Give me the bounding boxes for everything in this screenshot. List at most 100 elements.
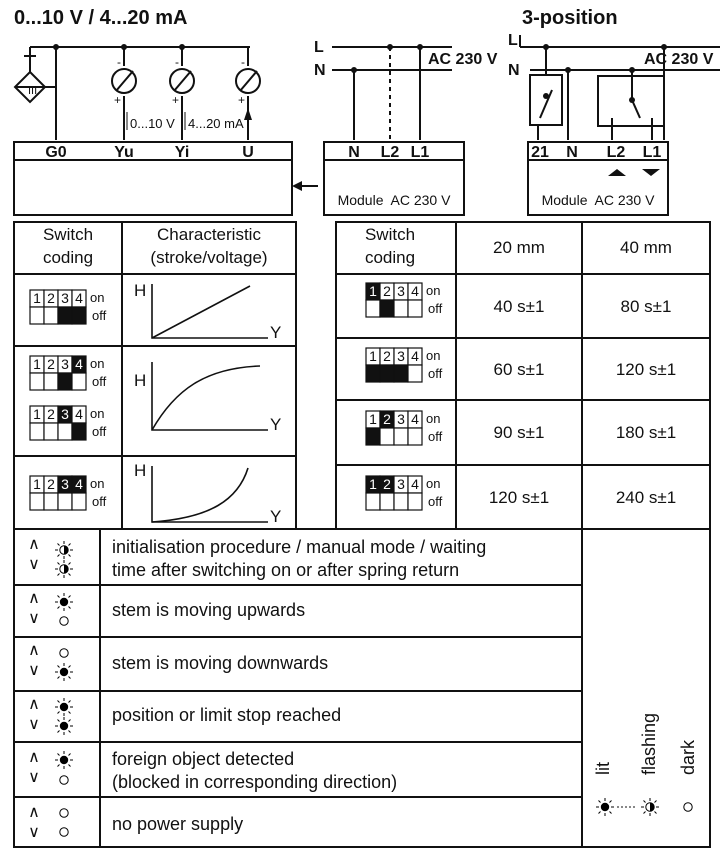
graph-2-axis-h: H xyxy=(134,371,146,390)
led-row-2-text: stem is moving upwards xyxy=(112,600,305,620)
svg-text:III: III xyxy=(28,85,37,97)
time-header-switch-1: Switch xyxy=(365,225,415,244)
right-line-l: L xyxy=(508,32,518,49)
dip-number: 1 xyxy=(369,348,377,364)
dip-number: 1 xyxy=(33,356,41,372)
dip-number: 2 xyxy=(383,348,391,364)
dip-number: 3 xyxy=(397,411,405,427)
dip-number: 4 xyxy=(75,476,83,492)
dip-off-label: off xyxy=(92,494,107,509)
dip-number: 1 xyxy=(369,283,377,299)
dip-off-label: off xyxy=(428,429,443,444)
dip-number: 1 xyxy=(369,411,377,427)
dip-number: 4 xyxy=(411,348,419,364)
coding-header-switch-2: coding xyxy=(43,248,93,267)
range-label-volt: 0...10 V xyxy=(130,116,175,131)
dip-on-label: on xyxy=(90,356,104,371)
dip-number: 4 xyxy=(75,356,83,372)
dip-number: 4 xyxy=(411,476,419,492)
led-row-1-text-1: initialisation procedure / manual mode /… xyxy=(112,537,486,557)
graph-1-axis-y: Y xyxy=(270,323,281,342)
dip-number: 2 xyxy=(47,290,55,306)
graph-1-axis-h: H xyxy=(134,281,146,300)
led-row-6-text: no power supply xyxy=(112,814,243,834)
dip-off-label: off xyxy=(92,308,107,323)
svg-text:-: - xyxy=(241,55,245,69)
terminal-g0: G0 xyxy=(45,144,66,161)
mid-terminal-l2: L2 xyxy=(381,144,400,161)
legend-flashing-icon xyxy=(640,797,660,817)
dip-number: 3 xyxy=(397,476,405,492)
terminal-yi: Yi xyxy=(175,144,190,161)
dip-number: 3 xyxy=(61,290,69,306)
time-row-2-40mm: 120 s±1 xyxy=(616,360,676,379)
led-table-grid xyxy=(13,528,711,848)
dip-off-label: off xyxy=(92,424,107,439)
graph-2-axis-y: Y xyxy=(270,415,281,434)
legend-dark-icon xyxy=(683,802,693,812)
dip-number: 4 xyxy=(411,283,419,299)
mid-terminal-n: N xyxy=(348,144,360,161)
dip-on-label: on xyxy=(426,411,440,426)
coding-header-char-1: Characteristic xyxy=(157,225,261,244)
dip-number: 1 xyxy=(33,290,41,306)
dip-number: 1 xyxy=(369,476,377,492)
dip-number: 2 xyxy=(383,411,391,427)
left-wiring xyxy=(13,46,318,216)
svg-text:+: + xyxy=(172,93,179,107)
dip-number: 1 xyxy=(33,406,41,422)
legend-dark: dark xyxy=(678,739,698,775)
characteristic-graphs xyxy=(151,284,268,523)
led-row-1-text-2: time after switching on or after spring … xyxy=(112,560,459,580)
graph-3-axis-y: Y xyxy=(270,507,281,526)
right-supply: AC 230 V xyxy=(644,51,714,68)
dip-off-label: off xyxy=(92,374,107,389)
right-line-n: N xyxy=(508,62,520,79)
time-row-3-20mm: 90 s±1 xyxy=(494,423,545,442)
led-row-4-text: position or limit stop reached xyxy=(112,705,341,725)
led-row-3-text: stem is moving downwards xyxy=(112,653,328,673)
led-row-6-icons xyxy=(28,804,69,841)
right-module-label: Module AC 230 V xyxy=(542,192,656,208)
dip-number: 3 xyxy=(61,406,69,422)
led-row-3-icons xyxy=(28,642,74,682)
dip-number: 2 xyxy=(47,406,55,422)
time-table-grid xyxy=(335,221,711,530)
coding-header-char-2: (stroke/voltage) xyxy=(150,248,267,267)
dip-number: 2 xyxy=(47,476,55,492)
led-row-4-icons xyxy=(28,696,74,736)
dip-on-label: on xyxy=(90,406,104,421)
right-terminal-n: N xyxy=(566,144,578,161)
legend-lit-icon xyxy=(595,797,615,817)
dip-on-label: on xyxy=(426,283,440,298)
led-row-5-text-1: foreign object detected xyxy=(112,749,294,769)
terminal-u: U xyxy=(242,144,254,161)
led-row-5-text-2: (blocked in corresponding direction) xyxy=(112,772,397,792)
time-row-2-20mm: 60 s±1 xyxy=(494,360,545,379)
range-label-ma: 4...20 mA xyxy=(188,116,244,131)
svg-text:-: - xyxy=(175,55,179,69)
terminal-yu: Yu xyxy=(114,144,134,161)
legend-flashing: flashing xyxy=(639,713,659,775)
dip-off-label: off xyxy=(428,366,443,381)
right-wiring xyxy=(519,35,720,216)
title-right: 3-position xyxy=(522,7,618,29)
time-row-3-40mm: 180 s±1 xyxy=(616,423,676,442)
dip-number: 2 xyxy=(383,476,391,492)
dip-number: 3 xyxy=(397,348,405,364)
dip-off-label: off xyxy=(428,494,443,509)
right-terminal-l2: L2 xyxy=(607,144,626,161)
mid-supply: AC 230 V xyxy=(428,51,498,68)
dip-number: 1 xyxy=(33,476,41,492)
dip-on-label: on xyxy=(426,348,440,363)
dip-number: 4 xyxy=(75,406,83,422)
time-row-1-40mm: 80 s±1 xyxy=(621,297,672,316)
